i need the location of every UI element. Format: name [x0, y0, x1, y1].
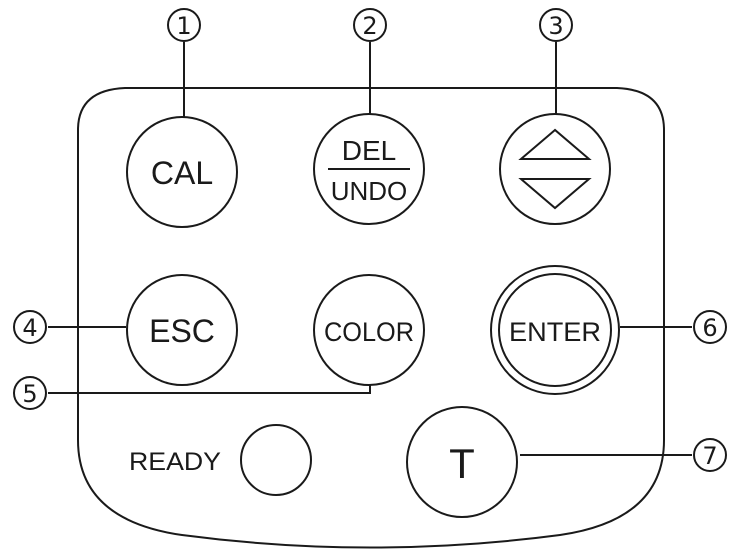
keypad-housing	[77, 87, 665, 549]
del-key-label: DEL	[342, 135, 396, 166]
callout-3: 3	[548, 12, 563, 40]
ready-led	[240, 424, 312, 496]
callout-line-5	[48, 385, 371, 394]
callout-7: 7	[702, 442, 717, 470]
color-key-label: COLOR	[324, 317, 414, 347]
cal-key-label: CAL	[151, 155, 213, 191]
undo-key-label: UNDO	[331, 176, 408, 206]
esc-key[interactable]: ESC	[126, 274, 238, 386]
ready-indicator: READY	[129, 424, 312, 496]
t-key[interactable]: T	[406, 406, 518, 518]
callout-6: 6	[702, 314, 717, 342]
callout-4: 4	[22, 314, 37, 342]
callout-1: 1	[176, 12, 191, 40]
esc-key-label: ESC	[149, 313, 215, 349]
callout-5: 5	[22, 380, 37, 408]
triangle-up-icon	[518, 128, 592, 160]
t-key-label: T	[449, 440, 475, 487]
callout-2: 2	[362, 12, 377, 40]
triangle-down-icon	[518, 178, 592, 210]
enter-key-label: ENTER	[509, 317, 601, 347]
enter-key[interactable]: ENTER	[490, 265, 620, 395]
color-key[interactable]: COLOR	[313, 274, 425, 386]
ready-label: READY	[129, 448, 221, 476]
del-undo-key[interactable]: DEL UNDO	[313, 113, 425, 225]
up-down-arrow-key[interactable]	[499, 113, 611, 225]
callouts: 1 2 3 4 5 6 7	[13, 8, 727, 472]
cal-key[interactable]: CAL	[126, 116, 238, 228]
